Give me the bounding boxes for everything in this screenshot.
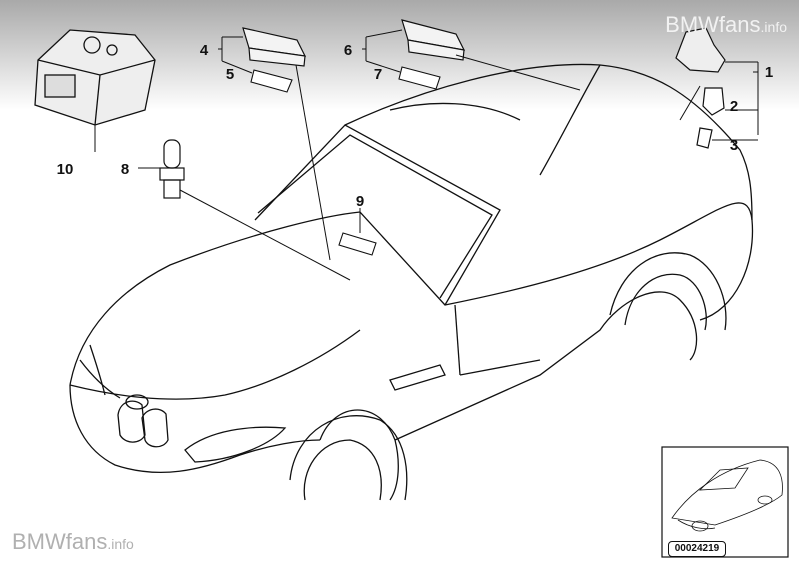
watermark-bottom: BMWfans.info [12, 529, 134, 554]
part-1-socket-cover [675, 27, 726, 73]
part-7-festoon-bulb [398, 66, 441, 90]
part-5-festoon-bulb [250, 69, 293, 93]
part-2-bulb-socket [702, 87, 725, 116]
callout-10: 10 [56, 161, 74, 178]
part-10-module [34, 29, 156, 126]
callout-9: 9 [355, 193, 365, 210]
part-9-festoon-bulb [338, 232, 377, 256]
car-outline [69, 63, 754, 501]
callout-5: 5 [225, 66, 235, 83]
callout-4: 4 [199, 42, 209, 59]
callout-8: 8 [120, 161, 130, 178]
part-4-lamp-housing [242, 27, 307, 67]
part-6-lamp-housing [401, 19, 466, 61]
inset-thumbnail [661, 446, 789, 558]
watermark-top: BMWfans.info [665, 12, 787, 37]
part-8-bulb-socket [159, 139, 185, 199]
callout-3: 3 [729, 137, 739, 154]
callout-6: 6 [343, 42, 353, 59]
callout-2: 2 [729, 98, 739, 115]
part-3-bulb [696, 127, 713, 149]
diagram-id: 00024219 [668, 541, 726, 557]
callout-1: 1 [764, 64, 774, 81]
callout-7: 7 [373, 66, 383, 83]
leader-lines [94, 29, 759, 281]
